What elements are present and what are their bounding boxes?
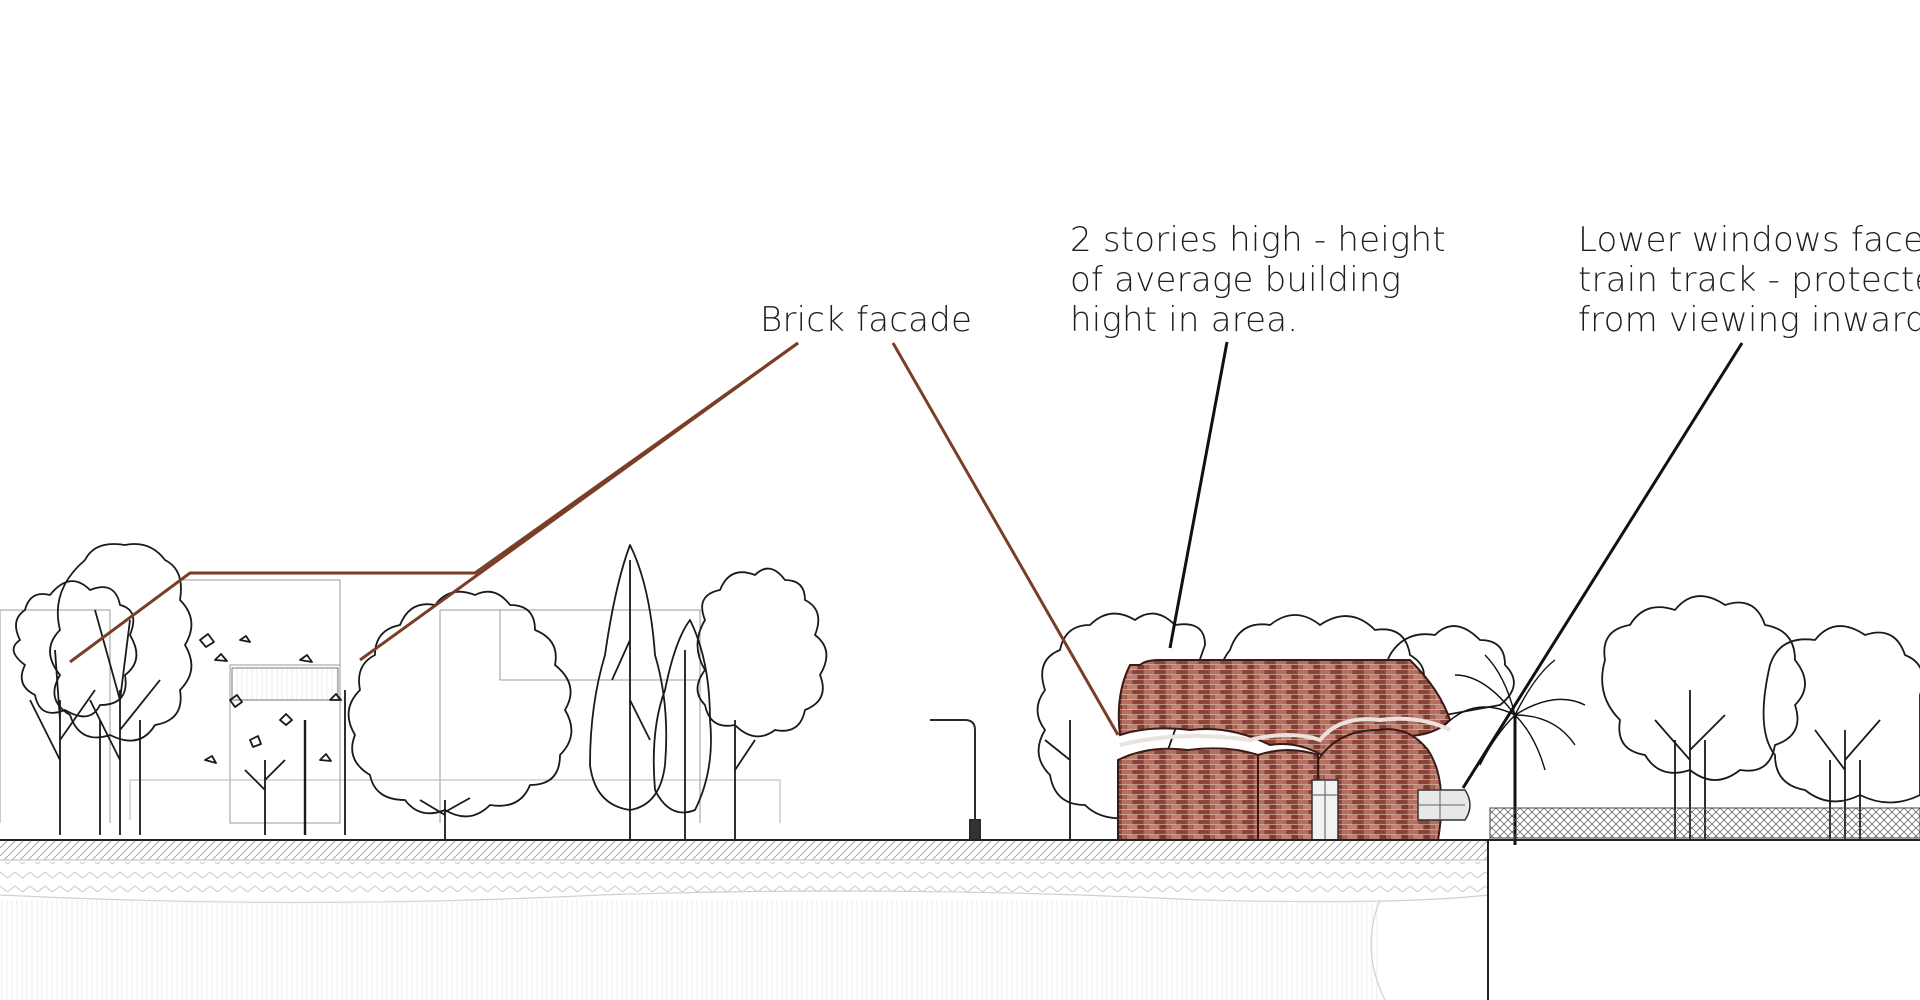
boundary-fence (1489, 807, 1920, 839)
tree-canopy (12, 580, 138, 718)
tree-canopy (347, 590, 573, 818)
annotation-line-3: from viewing inwards. (1578, 300, 1920, 340)
ground-hatch-band (0, 840, 1488, 860)
brick-building (1117, 659, 1471, 841)
annotation-line-1: Lower windows face (1578, 220, 1920, 260)
annotation-building-height: 2 stories high - height of average build… (1070, 220, 1446, 340)
brick-lower-left (1117, 747, 1259, 841)
annotation-line-3: hight in area. (1070, 300, 1299, 340)
leader-brick-right (891, 342, 1120, 736)
soil-band (0, 900, 1380, 1000)
background-buildings (0, 579, 781, 824)
tree-canopy (49, 543, 193, 742)
left-trees (12, 543, 828, 840)
ground-zigzag-band (0, 862, 1488, 892)
street-light (930, 719, 981, 841)
leader-stories (1168, 341, 1229, 649)
brick-lower-mid (1257, 749, 1319, 841)
tree-canopy (1036, 612, 1206, 820)
annotation-line-1: 2 stories high - height (1070, 220, 1446, 260)
annotation-brick-facade: Brick facade (760, 300, 972, 340)
annotation-line-2: of average building (1070, 260, 1402, 300)
annotation-line-2: train track - protected (1578, 260, 1920, 300)
tree-canopy (1601, 595, 1806, 781)
leader-windows (1461, 342, 1744, 789)
cypress-tree (589, 544, 668, 811)
leader-brick-left (69, 341, 799, 664)
leader-brick-branch (359, 341, 799, 662)
tree-canopy (1762, 625, 1920, 804)
ground-section (0, 839, 1920, 1000)
annotation-lower-windows: Lower windows face train track - protect… (1578, 220, 1920, 340)
tree-canopy (696, 567, 828, 738)
annotation-text: Brick facade (760, 300, 973, 340)
right-trees (1601, 595, 1920, 840)
cypress-tree (652, 619, 712, 814)
leader-lines (69, 341, 1744, 789)
